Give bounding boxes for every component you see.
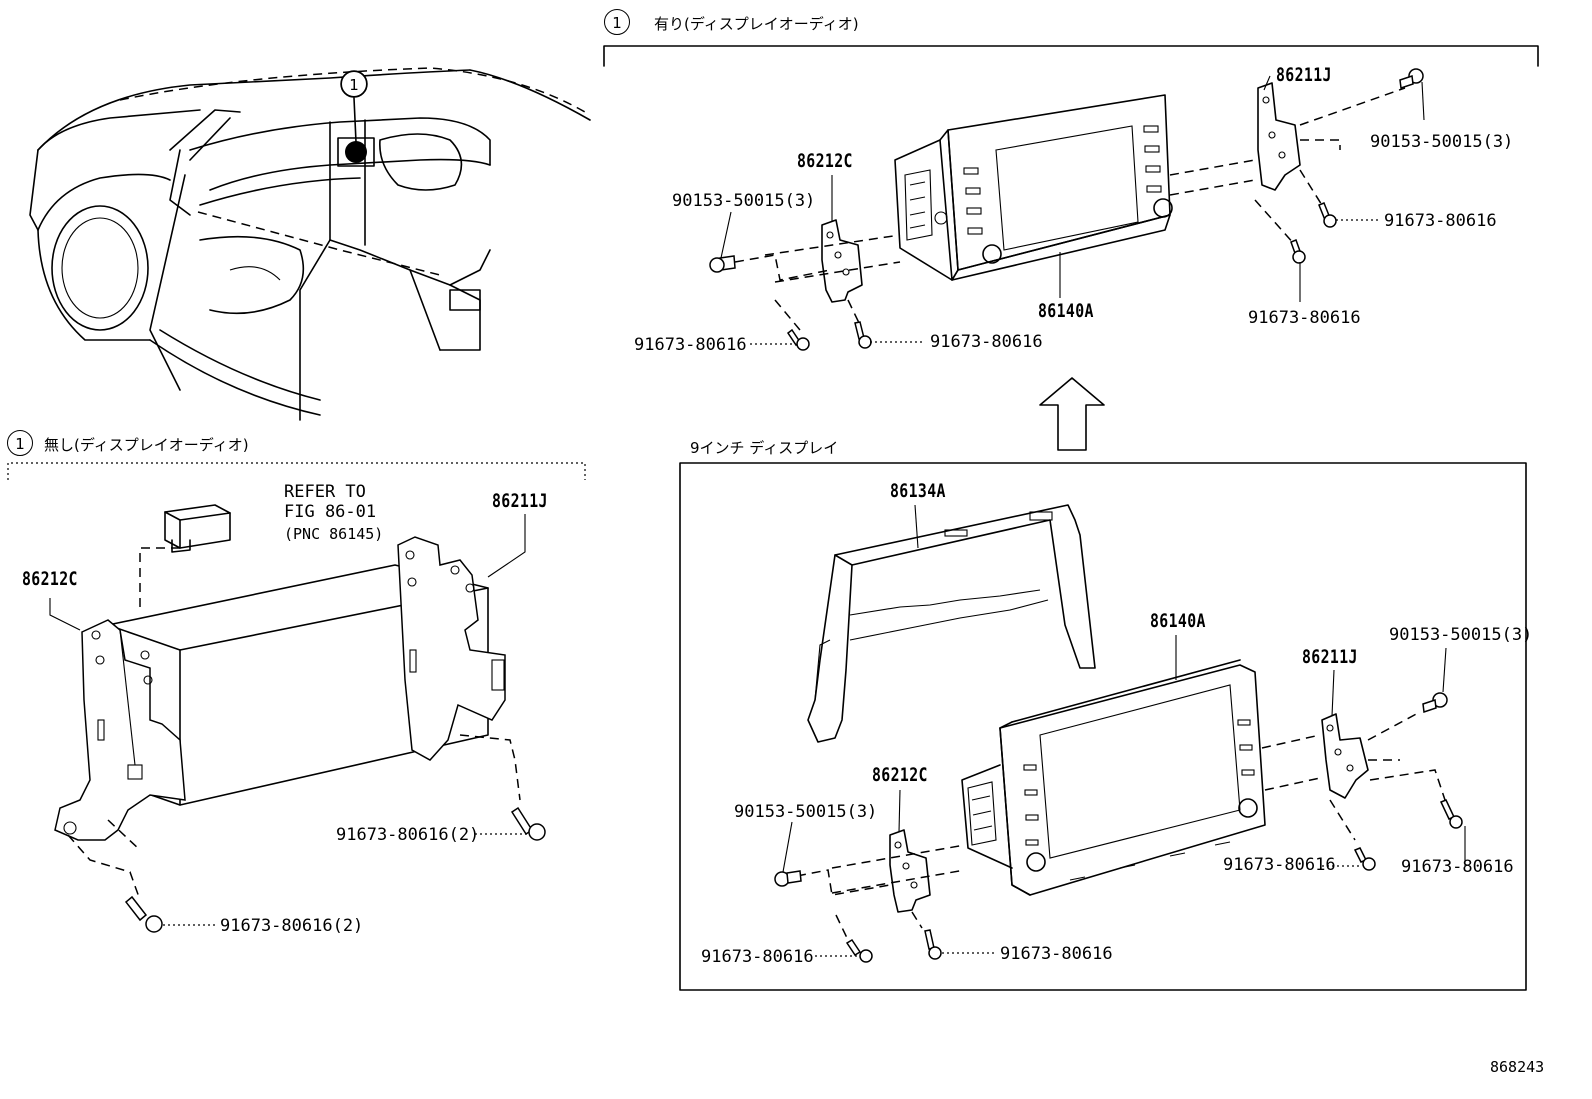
car-interior-illustration: [29, 67, 591, 421]
screw-icon: [1399, 68, 1424, 90]
part-label-bolt-right-lower: 91673-80616: [1248, 308, 1361, 328]
part-label-86211j: 86211J: [492, 490, 548, 512]
part-label-screw-right: 90153-50015(3): [1389, 625, 1533, 645]
bracket-86211j-top: [1257, 82, 1301, 191]
part-label-bolt-left: 91673-80616(2): [220, 916, 364, 936]
screw-icon: [774, 870, 802, 887]
up-arrow-icon: [1039, 377, 1105, 451]
display-unit-86140a: [894, 94, 1173, 281]
part-label-bolt-mid: 91673-80616: [1223, 855, 1336, 875]
part-label-screw-right: 90153-50015(3): [1370, 132, 1514, 152]
part-label-86140a: 86140A: [1038, 300, 1094, 322]
part-label-bolt-left-a: 91673-80616: [701, 947, 814, 967]
part-label-86211j: 86211J: [1276, 64, 1332, 86]
refer-fig-label: FIG 86-01: [284, 502, 377, 522]
section-title-nine-inch: 9インチ ディスプレイ: [690, 439, 839, 457]
figure-number: 868243: [1490, 1058, 1545, 1076]
screw-icon: [709, 255, 736, 273]
part-label-86212c: 86212C: [872, 764, 928, 786]
bolt-icon: [1290, 239, 1306, 264]
bracket-86211j-9in: [1321, 713, 1369, 799]
module-86145: [164, 504, 231, 553]
bolt-icon: [124, 895, 163, 933]
bolt-icon: [1439, 799, 1463, 829]
part-label-86140a: 86140A: [1150, 610, 1206, 632]
bracket-86212c-top: [821, 219, 863, 303]
part-label-bolt-left-a: 91673-80616: [634, 335, 747, 355]
refer-pnc-label: (PNC 86145): [284, 525, 384, 543]
part-label-screw-left: 90153-50015(3): [734, 802, 878, 822]
bracket-86212c-left: [54, 619, 186, 841]
option-marker: 1: [341, 71, 367, 97]
bolt-icon: [845, 938, 873, 963]
bolt-icon: [510, 806, 546, 841]
part-label-bolt-right: 91673-80616(2): [336, 825, 480, 845]
part-label-86212c: 86212C: [22, 568, 78, 590]
section-title-without-display: 無し(ディスプレイオーディオ): [44, 436, 249, 454]
bolt-icon: [786, 328, 810, 351]
with-display-section: [603, 45, 1539, 351]
nine-inch-section: [679, 462, 1527, 991]
part-label-bolt-left-b: 91673-80616: [930, 332, 1043, 352]
screw-icon: [1422, 692, 1448, 714]
bolt-icon: [924, 929, 942, 960]
part-label-bolt-far-right: 91673-80616: [1401, 857, 1514, 877]
section-title-with-display: 有り(ディスプレイオーディオ): [654, 15, 859, 33]
part-label-86212c: 86212C: [797, 150, 853, 172]
bolt-icon: [854, 321, 872, 349]
bolt-icon: [1353, 847, 1376, 871]
without-display-section: [7, 462, 586, 933]
section-marker-with-display: 1: [604, 9, 630, 35]
bolt-icon: [1318, 202, 1337, 228]
part-label-bolt-left-b: 91673-80616: [1000, 944, 1113, 964]
part-label-86134a: 86134A: [890, 480, 946, 502]
panel-86134a: [807, 504, 1096, 743]
part-label-86211j: 86211J: [1302, 646, 1358, 668]
bracket-86212c-9in: [889, 829, 931, 913]
display-unit-86140a-9in: [961, 659, 1266, 896]
part-label-screw-left: 90153-50015(3): [672, 191, 816, 211]
section-marker-without-display: 1: [7, 430, 33, 456]
part-label-bolt-right-upper: 91673-80616: [1384, 211, 1497, 231]
bracket-86211j-left: [397, 536, 506, 761]
refer-to-label: REFER TO: [284, 482, 366, 502]
